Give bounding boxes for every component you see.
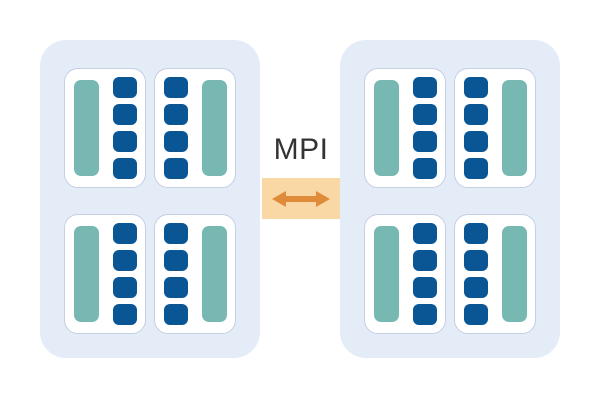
core bbox=[412, 104, 437, 125]
core bbox=[412, 158, 437, 179]
core bbox=[112, 158, 137, 179]
core bbox=[163, 277, 188, 298]
node-right bbox=[340, 40, 560, 358]
node-left-socket-4 bbox=[154, 214, 236, 334]
core-column bbox=[463, 223, 488, 325]
memory-bar bbox=[501, 226, 527, 322]
node-right-socket-grid bbox=[364, 68, 536, 334]
core-column bbox=[412, 77, 437, 179]
core bbox=[112, 104, 137, 125]
core bbox=[163, 158, 188, 179]
core bbox=[412, 304, 437, 325]
memory-bar bbox=[73, 226, 99, 322]
double-arrow-icon bbox=[272, 190, 330, 207]
core bbox=[463, 131, 488, 152]
core bbox=[163, 104, 188, 125]
memory-bar bbox=[73, 80, 99, 176]
node-right-socket-4 bbox=[454, 214, 536, 334]
core bbox=[412, 77, 437, 98]
core bbox=[163, 223, 188, 244]
core bbox=[412, 277, 437, 298]
core bbox=[463, 77, 488, 98]
core bbox=[412, 250, 437, 271]
memory-bar bbox=[501, 80, 527, 176]
core-column bbox=[163, 223, 188, 325]
core bbox=[463, 304, 488, 325]
core bbox=[163, 131, 188, 152]
core bbox=[112, 131, 137, 152]
node-right-socket-1 bbox=[364, 68, 446, 188]
node-left-socket-3 bbox=[64, 214, 146, 334]
core bbox=[463, 158, 488, 179]
node-left-socket-2 bbox=[154, 68, 236, 188]
core bbox=[412, 223, 437, 244]
core-column bbox=[463, 77, 488, 179]
node-right-socket-3 bbox=[364, 214, 446, 334]
node-left-socket-grid bbox=[64, 68, 236, 334]
node-left-socket-1 bbox=[64, 68, 146, 188]
core bbox=[112, 304, 137, 325]
core bbox=[463, 277, 488, 298]
memory-bar bbox=[201, 226, 227, 322]
mpi-connector: MPI bbox=[262, 128, 340, 220]
core bbox=[163, 250, 188, 271]
memory-bar bbox=[201, 80, 227, 176]
core bbox=[163, 77, 188, 98]
memory-bar bbox=[373, 226, 399, 322]
core-column bbox=[112, 77, 137, 179]
core bbox=[463, 250, 488, 271]
core-column bbox=[412, 223, 437, 325]
core bbox=[112, 77, 137, 98]
node-left bbox=[40, 40, 260, 358]
core bbox=[112, 277, 137, 298]
node-right-socket-2 bbox=[454, 68, 536, 188]
core bbox=[163, 304, 188, 325]
core bbox=[112, 223, 137, 244]
core-column bbox=[163, 77, 188, 179]
core bbox=[412, 131, 437, 152]
core bbox=[463, 104, 488, 125]
memory-bar bbox=[373, 80, 399, 176]
mpi-arrow-box bbox=[262, 178, 340, 219]
mpi-label: MPI bbox=[273, 133, 329, 166]
core-column bbox=[112, 223, 137, 325]
core bbox=[463, 223, 488, 244]
core bbox=[112, 250, 137, 271]
